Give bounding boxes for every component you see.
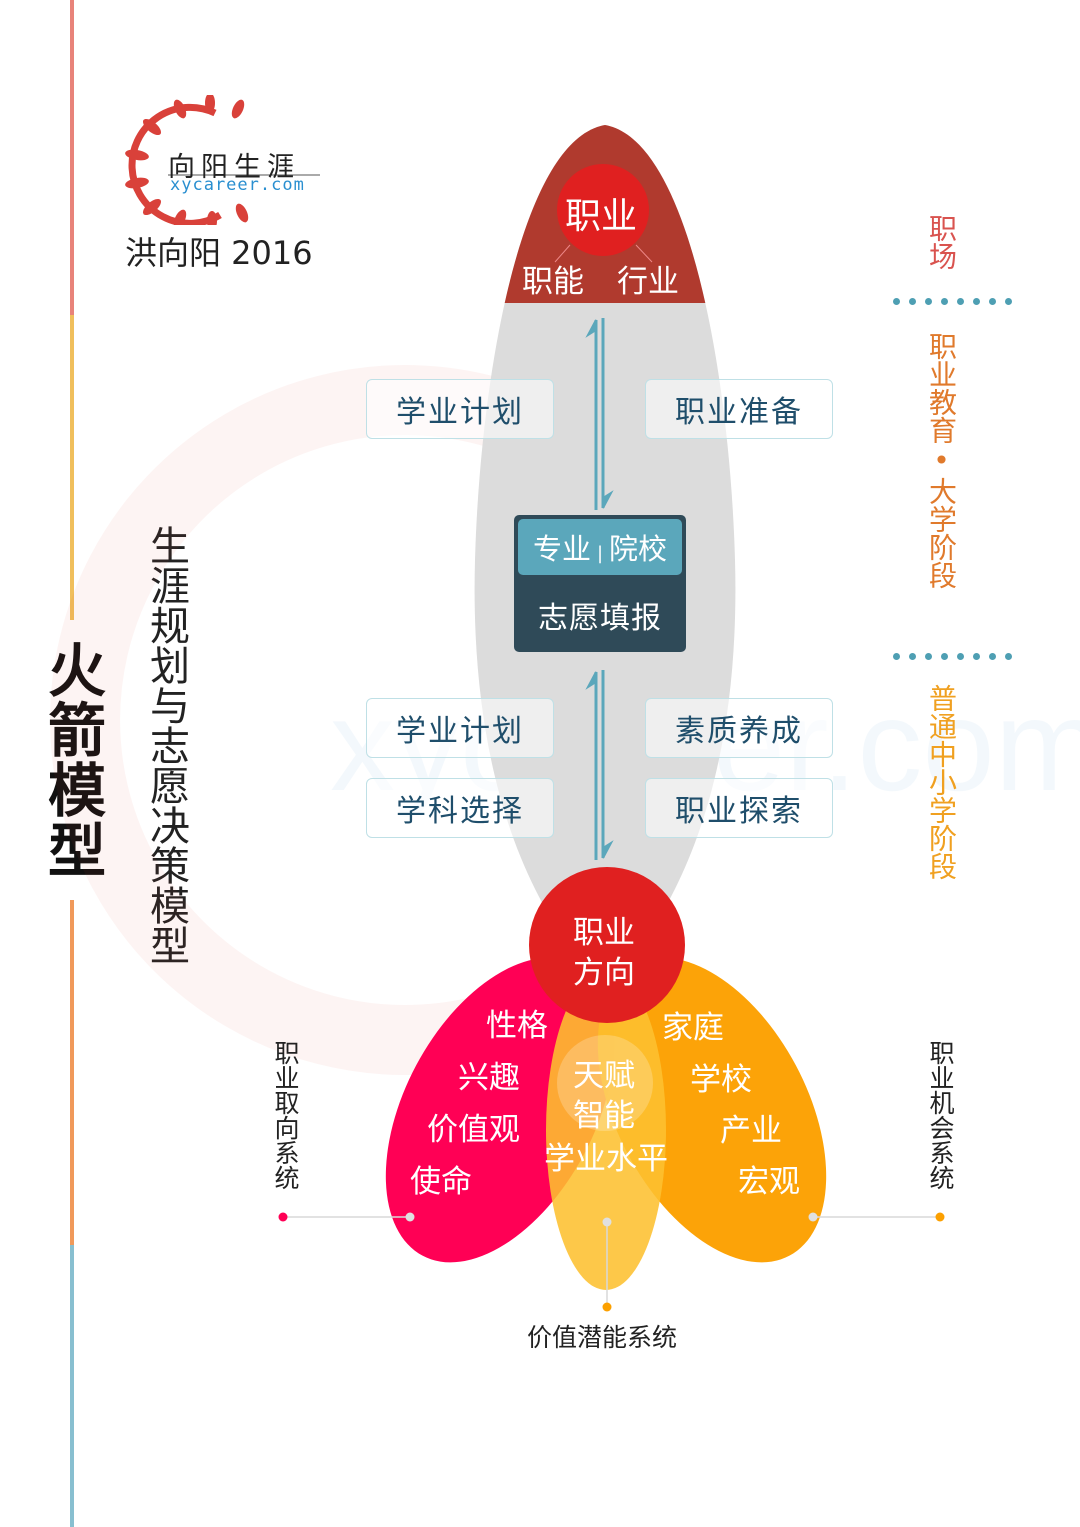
main-title: 火箭模型 xyxy=(38,640,106,880)
application-label: 志愿填报 xyxy=(538,601,662,636)
talent-label-line2: 智能 xyxy=(573,1098,635,1134)
nose-left-label: 职能 xyxy=(522,264,584,300)
timeline-segment-school xyxy=(70,900,74,1245)
system-label-value-potential: 价值潜能系统 xyxy=(527,1323,678,1352)
petal-middle xyxy=(546,970,666,1290)
petal-left-item-interest: 兴趣 xyxy=(458,1060,520,1096)
logo-credit: 洪向阳 2016 xyxy=(125,234,313,272)
major-label: 专业 xyxy=(532,532,591,566)
petal-middle-item-academic-level: 学业水平 xyxy=(544,1141,668,1177)
logo-domain-text: xycareer.com xyxy=(170,175,305,195)
timeline-segment-base xyxy=(70,1245,74,1527)
stage-divider-2 xyxy=(893,653,1012,661)
center-panel: 专业 | 院校 志愿填报 xyxy=(514,515,686,652)
separator: | xyxy=(596,542,604,564)
stage-divider-1 xyxy=(893,298,1012,306)
petal-right-item-macro: 宏观 xyxy=(738,1164,800,1200)
sun-icon xyxy=(125,93,320,231)
logo-chinese-text: 向阳生涯 xyxy=(168,152,300,183)
petal-right-item-industry: 产业 xyxy=(720,1113,782,1149)
engine-label-line2: 方向 xyxy=(573,955,635,991)
petal-left-item-mission: 使命 xyxy=(410,1164,472,1200)
system-label-career-orientation: 职业取向系统 xyxy=(271,1040,300,1190)
nose-circle xyxy=(557,164,649,256)
center-panel-top: 专业 | 院校 xyxy=(518,519,682,575)
lower-box-subject-selection: 学科选择 xyxy=(366,778,554,838)
petal-right-item-family: 家庭 xyxy=(662,1010,724,1046)
talent-circle xyxy=(557,1035,653,1131)
subtitle: 生涯规划与志愿决策模型 xyxy=(143,525,189,965)
lower-box-quality-development: 素质养成 xyxy=(645,698,833,758)
system-label-career-opportunity: 职业机会系统 xyxy=(926,1040,955,1190)
upper-box-academic-plan: 学业计划 xyxy=(366,379,554,439)
stage-label-school: 普通中小学阶段 xyxy=(925,684,958,880)
nose-right-label: 行业 xyxy=(617,264,679,300)
engine-label-line1: 职业 xyxy=(573,915,635,951)
lower-box-career-exploration: 职业探索 xyxy=(645,778,833,838)
petal-right-item-school: 学校 xyxy=(690,1062,752,1098)
timeline-segment-university xyxy=(70,315,74,620)
talent-label-line1: 天赋 xyxy=(573,1058,635,1094)
logo: 向阳生涯 xycareer.com xyxy=(120,93,330,231)
stage-label-university: 职业教育•大学阶段 xyxy=(925,332,958,589)
school-label: 院校 xyxy=(609,532,668,566)
petal-left-item-personality: 性格 xyxy=(486,1008,548,1044)
timeline-segment-workplace xyxy=(70,0,74,315)
stage-label-workplace: 职场 xyxy=(925,214,958,270)
engine-circle xyxy=(529,867,685,1023)
petal-left-item-values: 价值观 xyxy=(427,1112,520,1148)
nose-center-label: 职业 xyxy=(565,196,638,237)
upper-box-career-prep: 职业准备 xyxy=(645,379,833,439)
lower-box-academic-plan: 学业计划 xyxy=(366,698,554,758)
